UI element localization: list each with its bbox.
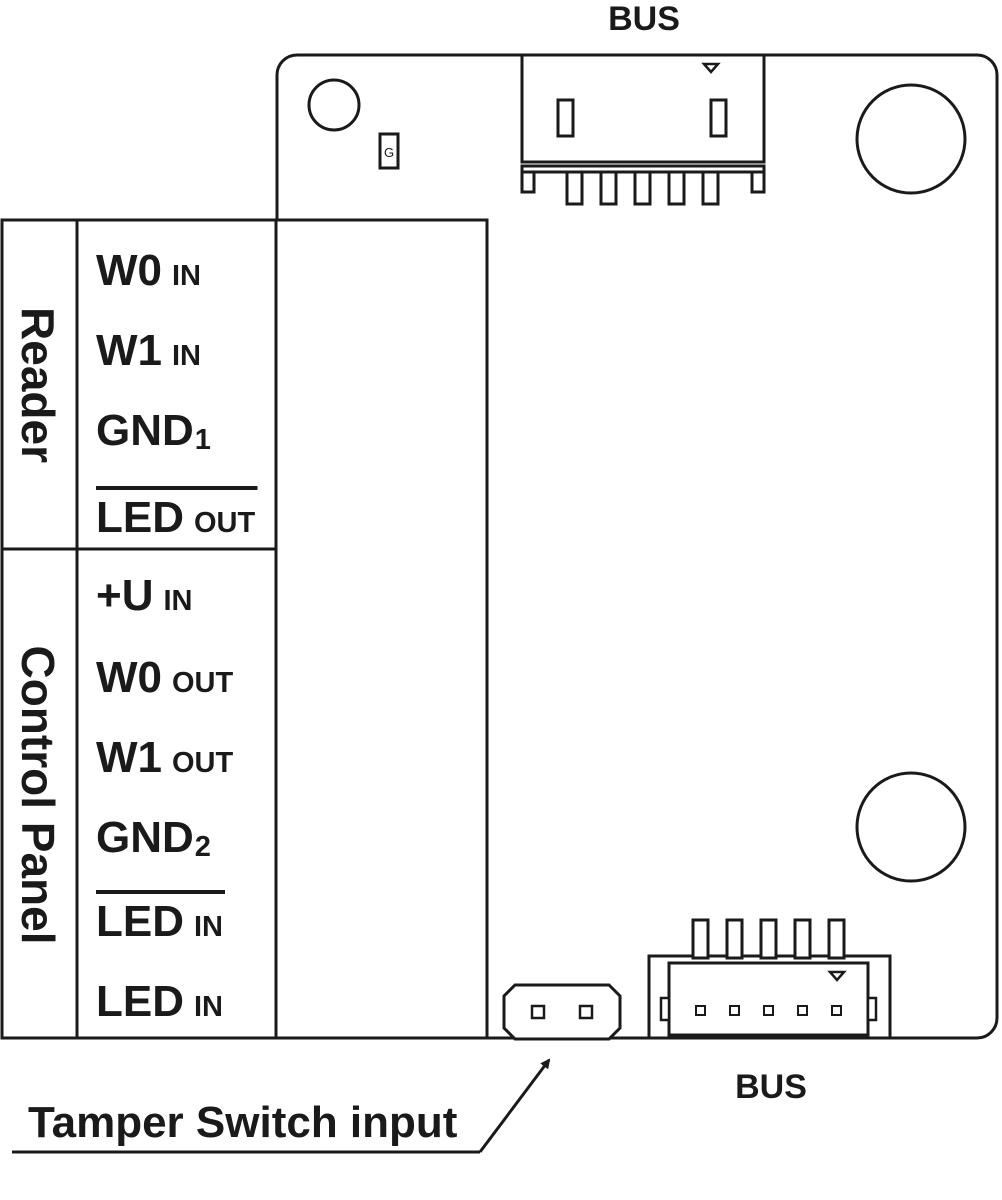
mounting-hole-small bbox=[307, 78, 361, 132]
bus-bottom-pin bbox=[759, 918, 778, 960]
terminal-label: W0 OUT bbox=[96, 653, 234, 702]
terminal-label-suffix: IN bbox=[194, 991, 223, 1023]
terminal-label-main: LED bbox=[96, 977, 184, 1026]
terminal-label-suffix: IN bbox=[163, 585, 192, 617]
pin1-triangle-bottom bbox=[827, 970, 847, 982]
terminal-label: LED IN bbox=[96, 897, 223, 946]
terminal-label-suffix: IN bbox=[194, 911, 223, 943]
terminal-label-main: GND bbox=[96, 813, 194, 862]
group-label-control-panel: Control Panel bbox=[12, 645, 64, 944]
bus-connector-bottom bbox=[647, 918, 892, 1040]
terminal-label-suffix: OUT bbox=[172, 747, 234, 779]
terminal-label-suffix: OUT bbox=[172, 667, 234, 699]
terminal-label: LED IN bbox=[96, 977, 223, 1026]
terminal-label-main: +U bbox=[96, 571, 153, 620]
terminal-label: LED OUT bbox=[96, 493, 256, 542]
terminal-label-main: W1 bbox=[96, 733, 162, 782]
bus-bottom-pad bbox=[729, 1005, 740, 1016]
terminal-label: +U IN bbox=[96, 571, 192, 620]
terminal-label-main: LED bbox=[96, 897, 184, 946]
bus-top-pin bbox=[667, 170, 686, 206]
terminal-label: W1 OUT bbox=[96, 733, 234, 782]
bus-top-pin bbox=[701, 170, 720, 206]
bus-top-label: BUS bbox=[608, 0, 680, 38]
tamper-switch-label: Tamper Switch input bbox=[28, 1098, 458, 1147]
bus-bottom-pin bbox=[827, 918, 846, 960]
terminal-label: GND1 bbox=[96, 406, 211, 456]
bus-bottom-pad bbox=[763, 1005, 774, 1016]
terminal-label: W0 IN bbox=[96, 246, 201, 295]
group-label-reader: Reader bbox=[12, 307, 64, 463]
g-marker-label: G bbox=[384, 145, 394, 160]
tamper-switch-connector bbox=[502, 983, 622, 1041]
mounting-hole-top-right bbox=[855, 83, 967, 195]
terminal-label-main: W0 bbox=[96, 246, 162, 295]
bus-connector-top bbox=[520, 53, 766, 206]
terminal-label-main: LED bbox=[96, 493, 184, 542]
bus-top-pin bbox=[633, 170, 652, 206]
tamper-pin bbox=[578, 1004, 594, 1020]
bus-bottom-label: BUS bbox=[735, 1068, 807, 1106]
terminal-label-suffix: IN bbox=[172, 340, 201, 372]
bus-bottom-pin bbox=[793, 918, 812, 960]
bus-bottom-pad bbox=[695, 1005, 706, 1016]
tamper-leader-arrow bbox=[478, 1058, 551, 1153]
terminal-label-suffix: OUT bbox=[194, 507, 256, 539]
bus-bottom-pin bbox=[725, 918, 744, 960]
g-marker: G bbox=[378, 132, 400, 170]
bus-bottom-pad bbox=[831, 1005, 842, 1016]
terminal-label-suffix: 2 bbox=[195, 831, 211, 863]
bus-bottom-pin bbox=[691, 918, 710, 960]
terminal-label: GND2 bbox=[96, 813, 211, 863]
bus-bottom-pad bbox=[797, 1005, 808, 1016]
terminal-label-main: W0 bbox=[96, 653, 162, 702]
terminal-label: W1 IN bbox=[96, 326, 201, 375]
tamper-pin bbox=[530, 1004, 546, 1020]
terminal-label-suffix: IN bbox=[172, 260, 201, 292]
pin1-triangle-top bbox=[701, 62, 721, 74]
mounting-hole-bottom-right bbox=[855, 771, 967, 883]
terminal-label-main: W1 bbox=[96, 326, 162, 375]
terminal-label-suffix: 1 bbox=[195, 424, 211, 456]
bus-top-pin bbox=[565, 170, 584, 206]
terminal-block bbox=[0, 218, 489, 1040]
bus-top-pin bbox=[599, 170, 618, 206]
terminal-label-main: GND bbox=[96, 406, 194, 455]
